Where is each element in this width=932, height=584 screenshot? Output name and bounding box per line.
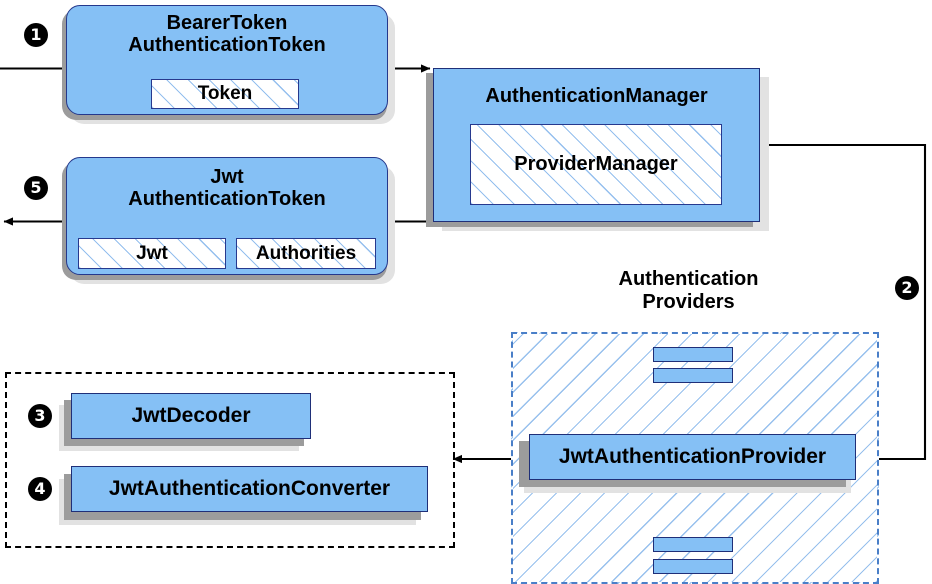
jwt-token-field-jwt[interactable]: Jwt: [78, 238, 226, 269]
bearer-token-field-label: Token: [197, 83, 253, 104]
step-badge-5: 5: [24, 176, 48, 200]
provider-bar-bottom-1: [653, 537, 733, 552]
authentication-providers-label-line2: Providers: [642, 291, 735, 313]
step-2-number: 2: [901, 278, 913, 297]
provider-bar-top-1: [653, 347, 733, 362]
auth-manager-inner-provider-manager[interactable]: ProviderManager: [470, 124, 722, 205]
step-badge-2: 2: [895, 276, 919, 300]
authentication-providers-label-line1: Authentication: [618, 268, 759, 290]
jwt-authentication-converter-label: JwtAuthenticationConverter: [108, 477, 391, 501]
jwt-components-container: [5, 372, 455, 548]
provider-bar-top-2: [653, 368, 733, 383]
jwt-token-title-line1: Jwt: [210, 166, 244, 188]
step-5-number: 5: [30, 178, 42, 197]
jwt-token-field-authorities[interactable]: Authorities: [236, 238, 376, 269]
jwt-token-field-authorities-label: Authorities: [255, 242, 357, 264]
provider-manager-label: ProviderManager: [514, 153, 678, 175]
authentication-providers-label: Authentication Providers: [566, 268, 811, 314]
step-badge-3: 3: [28, 404, 52, 428]
step-badge-4: 4: [28, 477, 52, 501]
node-jwt-decoder[interactable]: JwtDecoder: [71, 393, 311, 439]
node-jwt-authentication-converter[interactable]: JwtAuthenticationConverter: [71, 466, 428, 512]
node-jwt-authentication-provider[interactable]: JwtAuthenticationProvider: [529, 434, 856, 480]
jwt-authentication-provider-label: JwtAuthenticationProvider: [558, 445, 827, 469]
step-1-number: 1: [30, 25, 42, 44]
jwt-token-title-line2: AuthenticationToken: [128, 188, 326, 211]
node-jwt-authentication-token[interactable]: Jwt AuthenticationToken: [66, 157, 388, 275]
step-badge-1: 1: [24, 23, 48, 47]
step-4-number: 4: [34, 479, 46, 498]
authentication-manager-title: AuthenticationManager: [485, 85, 708, 107]
step-3-number: 3: [34, 406, 46, 425]
bearer-token-field-token[interactable]: Token: [151, 79, 299, 109]
jwt-decoder-label: JwtDecoder: [131, 404, 251, 428]
provider-bar-bottom-2: [653, 559, 733, 574]
jwt-token-field-jwt-label: Jwt: [136, 242, 168, 264]
manager-to-provider-path: [760, 143, 927, 464]
bearer-token-title-line1: BearerToken: [166, 12, 288, 34]
bearer-token-title-line2: AuthenticationToken: [128, 34, 326, 57]
